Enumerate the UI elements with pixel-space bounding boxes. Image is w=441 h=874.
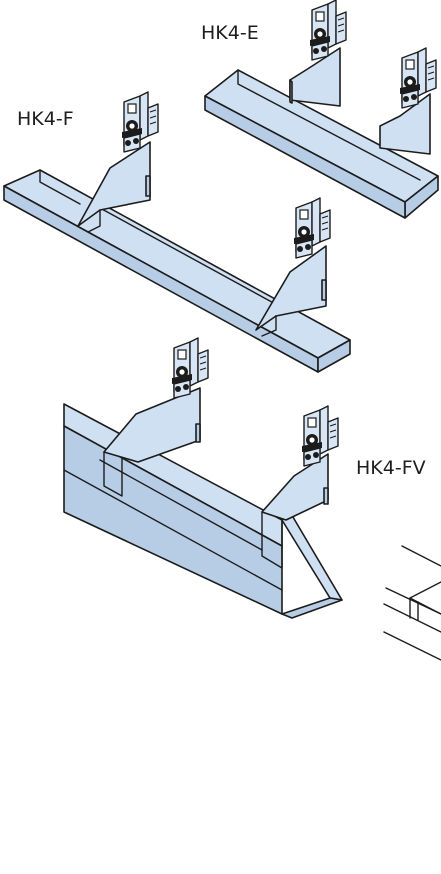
- hk4-e-assembly: [204, 0, 439, 219]
- label-hk4-fv: HK4-FV: [356, 457, 426, 479]
- rail-section-detail: [383, 545, 441, 661]
- label-hk4-f: HK4-F: [17, 108, 74, 130]
- hk4-fv-assembly: [63, 337, 343, 619]
- hk4-f-assembly: [3, 91, 351, 373]
- label-hk4-e: HK4-E: [201, 22, 259, 44]
